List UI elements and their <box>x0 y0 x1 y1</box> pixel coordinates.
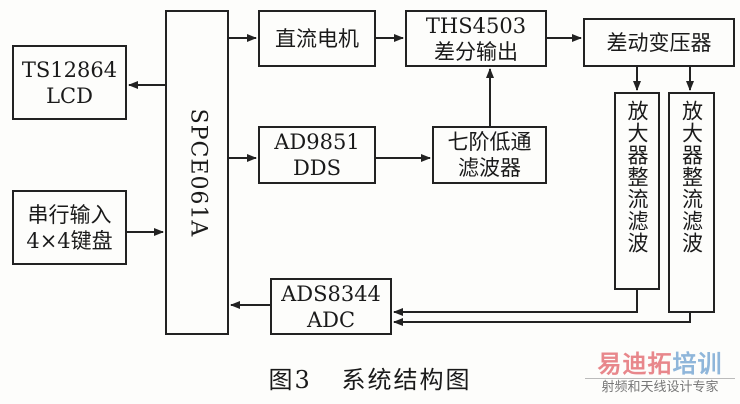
mcu-label: SPCE061A <box>185 108 210 237</box>
watermark: 易迪拓培训 射频和天线设计专家 <box>585 350 735 397</box>
lpf-line2: 滤波器 <box>458 156 521 180</box>
adc-block: ADS8344 ADC <box>270 278 392 335</box>
watermark-brand-blue: 培训 <box>672 350 723 378</box>
figure-title: 系统结构图 <box>341 366 472 394</box>
amplifier-block-2: 放大器整流滤波 <box>668 92 715 313</box>
arrow-amp1-to-adc <box>393 290 638 316</box>
watermark-slogan: 射频和天线设计专家 <box>585 378 735 397</box>
amp2-label: 放大器整流滤波 <box>679 100 704 254</box>
dds-block: AD9851 DDS <box>258 126 376 184</box>
mcu-block: SPCE061A <box>165 10 229 335</box>
keyboard-line1: 串行输入 <box>27 202 112 227</box>
dds-type: DDS <box>292 156 342 180</box>
dds-model: AD9851 <box>274 130 360 154</box>
amplifier-block-1: 放大器整流滤波 <box>614 92 660 290</box>
diff-label: 差分输出 <box>434 39 518 64</box>
watermark-brand-red: 易迪拓 <box>597 350 673 378</box>
diff-output-block: THS4503 差分输出 <box>405 10 547 67</box>
lcd-block: TS12864 LCD <box>12 45 127 120</box>
motor-block: 直流电机 <box>258 10 376 67</box>
lcd-type: LCD <box>46 83 93 108</box>
motor-label: 直流电机 <box>275 26 359 51</box>
transformer-block: 差动变压器 <box>583 18 735 67</box>
figure-caption: 图3 系统结构图 <box>0 360 740 395</box>
diff-model: THS4503 <box>425 13 527 38</box>
transformer-label: 差动变压器 <box>606 30 712 55</box>
lcd-model: TS12864 <box>21 57 118 82</box>
arrow-amp2-to-adc <box>393 313 691 326</box>
adc-model: ADS8344 <box>281 281 381 306</box>
keyboard-line2: 4×4键盘 <box>26 228 113 253</box>
adc-type: ADC <box>306 307 356 332</box>
lowpass-filter-block: 七阶低通 滤波器 <box>432 126 547 184</box>
figure-number: 图3 <box>268 366 312 394</box>
lpf-line1: 七阶低通 <box>447 130 532 154</box>
amp1-label: 放大器整流滤波 <box>625 100 649 254</box>
keyboard-block: 串行输入 4×4键盘 <box>12 190 127 265</box>
